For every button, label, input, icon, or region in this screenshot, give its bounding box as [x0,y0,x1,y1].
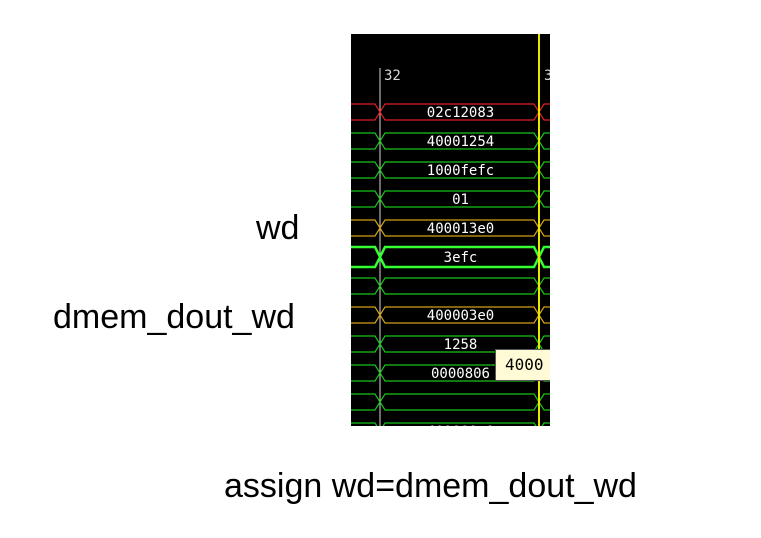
waveform-viewer[interactable]: 32 3 02c12083 40001254 1000fefc 01 400013e0 3ef… [351,34,550,426]
bus-transition [351,277,550,295]
waveform-canvas[interactable]: 32 3 02c12083 40001254 1000fefc 01 400013e0 3ef… [351,34,550,426]
signal-label-wd: wd [256,209,300,247]
bus-row: 02c12083 [351,103,550,121]
bus-value: 1000fefc [427,163,494,179]
time-marker-label: 32 [384,68,401,84]
bus-value: 01 [452,192,469,208]
bus-transition [351,393,550,411]
assign-statement: assign wd=dmem_dout_wd [224,467,637,505]
bus-value: 02c12083 [427,105,494,121]
bus-value: 0000806 [431,366,490,382]
bus-row [351,393,550,411]
bus-transition [351,190,550,208]
bus-value: 400000e0 [427,424,494,426]
bus-value: 400013e0 [427,221,494,237]
bus-row: 01 [351,190,550,208]
bus-row [351,277,550,295]
bus-row: 40001254 [351,132,550,150]
bus-value: 1258 [444,337,478,353]
bus-value: 3efc [444,250,478,266]
bus-row: 1000fefc [351,161,550,179]
value-tooltip: 4000 [495,349,550,381]
bus-row: 400013e0 [351,219,550,237]
bus-row: 400003e0 [351,306,550,324]
bus-value: 40001254 [427,134,494,150]
bus-row: 400000e0 [351,422,550,426]
signal-label-dmem-dout-wd: dmem_dout_wd [53,298,295,336]
bus-value: 400003e0 [427,308,494,324]
bus-row: 3efc [351,245,550,269]
time-marker-label-next: 3 [544,68,550,84]
